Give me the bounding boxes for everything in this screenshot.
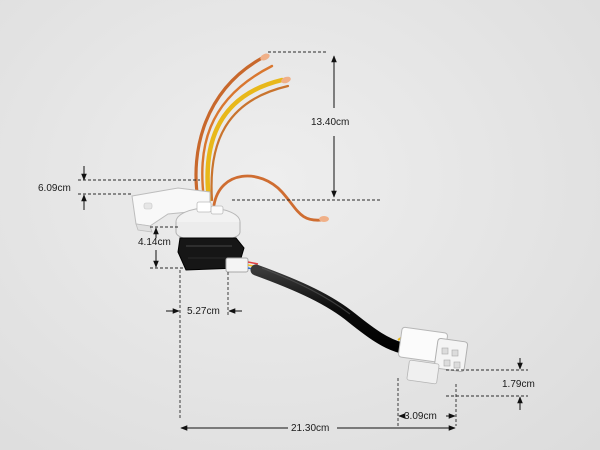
dimension-connector-height: 1.79cm <box>446 358 535 410</box>
dimension-total-length: 21.30cm <box>180 423 456 434</box>
terminal-connector <box>397 326 469 385</box>
connector-height-label: 1.79cm <box>502 379 535 390</box>
sensor-height-label: 4.14cm <box>138 237 171 248</box>
dimension-wire-height: 13.40cm <box>232 51 380 201</box>
copper-wires <box>194 53 329 222</box>
bracket-height-label: 6.09cm <box>38 183 71 194</box>
pressure-sensor <box>175 201 245 271</box>
dimension-sensor-width: 5.27cm <box>166 270 242 420</box>
dimension-connector-width: 3.09cm <box>397 378 457 426</box>
dimension-sensor-height: 4.14cm <box>138 226 184 269</box>
sensor-width-label: 5.27cm <box>187 306 220 317</box>
dimension-bracket-height: 6.09cm <box>38 166 200 210</box>
connector-width-label: 3.09cm <box>404 411 437 422</box>
wire-height-label: 13.40cm <box>311 117 349 128</box>
total-length-label: 21.30cm <box>291 423 329 434</box>
black-cable <box>250 264 408 354</box>
mounting-bracket <box>131 187 211 233</box>
